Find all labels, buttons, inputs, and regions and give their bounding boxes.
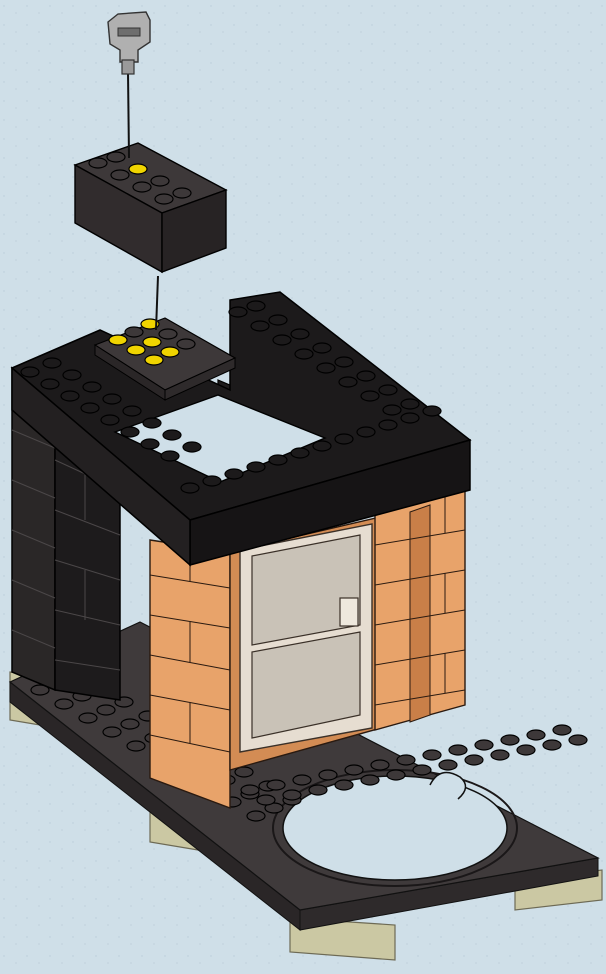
stud	[501, 735, 519, 745]
stud	[397, 755, 415, 765]
stud	[111, 170, 129, 180]
stud	[203, 476, 221, 486]
stud	[335, 780, 353, 790]
stud	[361, 391, 379, 401]
door-handle	[340, 598, 358, 626]
stud	[465, 755, 483, 765]
stud	[335, 434, 353, 444]
highlighted-stud	[145, 355, 163, 365]
highlighted-stud	[127, 345, 145, 355]
stud	[371, 760, 389, 770]
stud	[439, 760, 457, 770]
stud	[89, 158, 107, 168]
stud	[151, 176, 169, 186]
stud	[61, 391, 79, 401]
stud	[159, 329, 177, 339]
stud	[107, 152, 125, 162]
stud	[251, 321, 269, 331]
stud	[127, 741, 145, 751]
stud	[527, 730, 545, 740]
stud	[543, 740, 561, 750]
stud	[569, 735, 587, 745]
stud	[345, 765, 363, 775]
stud	[357, 371, 375, 381]
highlighted-stud	[161, 347, 179, 357]
stud	[83, 382, 101, 392]
assembly-guide-line-upper	[128, 72, 129, 158]
stud	[181, 483, 199, 493]
stud	[553, 725, 571, 735]
stud	[295, 349, 313, 359]
stud	[141, 439, 159, 449]
stud	[155, 194, 173, 204]
stud	[101, 415, 119, 425]
stud	[379, 385, 397, 395]
stud	[357, 427, 375, 437]
stud	[319, 770, 337, 780]
stud	[313, 441, 331, 451]
stud	[183, 442, 201, 452]
stud	[269, 455, 287, 465]
stud	[241, 785, 259, 795]
stud	[21, 367, 39, 377]
stud	[225, 469, 243, 479]
stud	[55, 699, 73, 709]
stud	[177, 339, 195, 349]
stud	[387, 770, 405, 780]
stud	[423, 406, 441, 416]
stud	[43, 358, 61, 368]
stud	[401, 413, 419, 423]
stud	[291, 448, 309, 458]
stud	[339, 377, 357, 387]
stud	[143, 418, 161, 428]
stud	[103, 727, 121, 737]
stud	[517, 745, 535, 755]
stud	[41, 379, 59, 389]
stud	[247, 811, 265, 821]
stud	[257, 795, 275, 805]
tool-stem	[122, 60, 134, 74]
stud	[173, 188, 191, 198]
stud	[133, 182, 151, 192]
stud	[229, 307, 247, 317]
stud	[423, 750, 441, 760]
stud	[313, 343, 331, 353]
stud	[81, 403, 99, 413]
stud	[383, 405, 401, 415]
stud	[123, 406, 141, 416]
stud	[335, 357, 353, 367]
stud	[79, 713, 97, 723]
stud	[121, 427, 139, 437]
stud	[293, 775, 311, 785]
highlighted-stud	[143, 337, 161, 347]
stud	[247, 462, 265, 472]
stud	[309, 785, 327, 795]
highlighted-stud	[109, 335, 127, 345]
stud	[63, 370, 81, 380]
stud	[97, 705, 115, 715]
stud	[317, 363, 335, 373]
stud	[125, 327, 143, 337]
stud	[121, 719, 139, 729]
stud	[273, 335, 291, 345]
stud	[103, 394, 121, 404]
stud	[247, 301, 265, 311]
tool-slot	[118, 28, 140, 36]
stud	[379, 420, 397, 430]
stud	[161, 451, 179, 461]
stud	[401, 399, 419, 409]
door	[240, 524, 372, 752]
stud	[163, 430, 181, 440]
stud	[449, 745, 467, 755]
stud	[361, 775, 379, 785]
stud	[291, 329, 309, 339]
stud	[475, 740, 493, 750]
stud	[283, 790, 301, 800]
stud	[269, 315, 287, 325]
stud	[491, 750, 509, 760]
stud	[267, 780, 285, 790]
highlighted-stud	[129, 164, 147, 174]
stud	[413, 765, 431, 775]
